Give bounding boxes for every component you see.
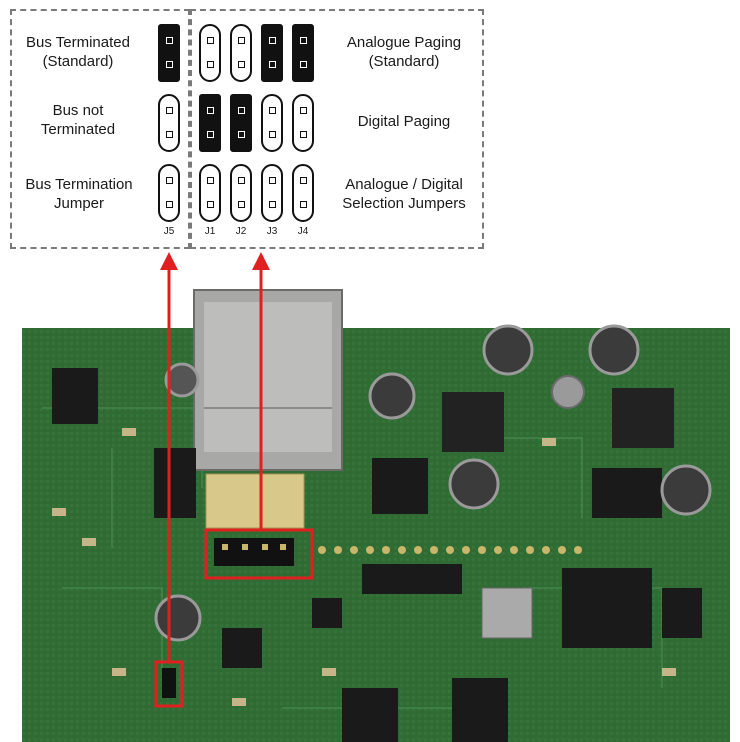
mounting-screw bbox=[551, 375, 585, 409]
ic-chip bbox=[442, 392, 504, 452]
ic-chip bbox=[612, 388, 674, 448]
label-bus-not-terminated: Bus not Terminated bbox=[40, 102, 116, 138]
jumper-label-j5: J5 bbox=[163, 226, 175, 237]
jumper-j5-terminated bbox=[158, 24, 180, 82]
arrow-head-selection bbox=[252, 252, 270, 270]
jumper-j2-digital bbox=[230, 94, 252, 152]
jumper-j3-analogue bbox=[261, 24, 283, 82]
label-bus-terminated: Bus Terminated (Standard) bbox=[26, 34, 130, 70]
capacitor bbox=[448, 458, 500, 510]
selection-jumper-header bbox=[214, 538, 294, 566]
label-analogue-paging: Analogue Paging (Standard) bbox=[346, 34, 462, 70]
ic-chip bbox=[372, 458, 428, 514]
capacitor bbox=[164, 362, 200, 398]
ic-chip bbox=[452, 678, 508, 742]
capacitor bbox=[154, 594, 202, 642]
right-legend-panel bbox=[190, 9, 484, 249]
arrow-head-termination bbox=[160, 252, 178, 270]
jumper-j4-digital bbox=[292, 94, 314, 152]
capacitor bbox=[660, 464, 712, 516]
jumper-label-j3: J3 bbox=[266, 226, 278, 237]
relay bbox=[205, 473, 305, 529]
ic-chip bbox=[662, 588, 702, 638]
jumper-j1-digital bbox=[199, 94, 221, 152]
ic-chip bbox=[154, 448, 196, 518]
label-bus-termination-jumper: Bus Termination Jumper bbox=[25, 176, 133, 212]
jumper-j2-analogue bbox=[230, 24, 252, 82]
jumper-label-j2: J2 bbox=[235, 226, 247, 237]
left-legend-panel bbox=[10, 9, 190, 249]
pcb-board-photo bbox=[22, 289, 730, 742]
ic-chip bbox=[312, 598, 342, 628]
jumper-label-j1: J1 bbox=[204, 226, 216, 237]
jumper-label-j4: J4 bbox=[297, 226, 309, 237]
jumper-j3-digital bbox=[261, 94, 283, 152]
ic-chip bbox=[222, 628, 262, 668]
capacitor bbox=[368, 372, 416, 420]
jumper-j1-empty bbox=[199, 164, 221, 222]
jumper-j5-empty bbox=[158, 164, 180, 222]
label-digital-paging: Digital Paging bbox=[357, 113, 451, 130]
jumper-j4-analogue bbox=[292, 24, 314, 82]
ic-chip bbox=[562, 568, 652, 648]
jumper-j3-empty bbox=[261, 164, 283, 222]
jumper-j1-analogue bbox=[199, 24, 221, 82]
ic-chip bbox=[52, 368, 98, 424]
capacitor bbox=[482, 324, 534, 376]
label-selection-jumpers: Analogue / Digital Selection Jumpers bbox=[342, 176, 466, 212]
termination-jumper-header bbox=[162, 668, 176, 698]
highlight-box-selection-jumpers bbox=[204, 528, 314, 580]
capacitor bbox=[588, 324, 640, 376]
ic-chip bbox=[592, 468, 662, 518]
ic-chip bbox=[342, 688, 398, 742]
highlight-box-termination-jumper bbox=[154, 660, 184, 708]
jumper-j5-not-terminated bbox=[158, 94, 180, 152]
jumper-j4-empty bbox=[292, 164, 314, 222]
jumper-j2-empty bbox=[230, 164, 252, 222]
